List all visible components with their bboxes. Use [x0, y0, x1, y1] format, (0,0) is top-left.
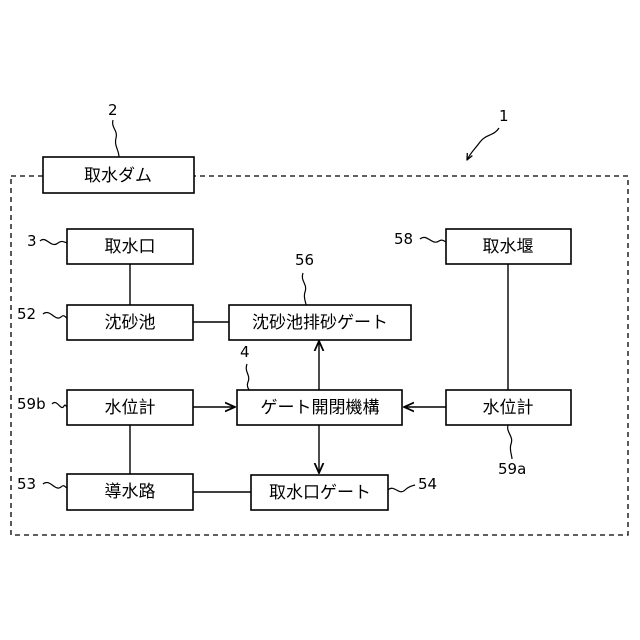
leader-water-gauge-left	[52, 402, 67, 407]
ref-intake-dam: 2	[108, 101, 118, 119]
box-intake-weir: 取水堰	[446, 229, 571, 264]
box-gate-mechanism-label: ゲート開閉機構	[261, 398, 380, 418]
ref-intake-gate: 54	[418, 475, 437, 493]
box-intake: 取水口	[67, 229, 193, 264]
ref-gate-mechanism: 4	[240, 343, 250, 361]
leader-water-gauge-right	[508, 425, 512, 459]
box-intake-dam-label: 取水ダム	[84, 166, 152, 186]
box-intake-dam: 取水ダム	[43, 157, 194, 193]
leader-system	[467, 128, 499, 160]
box-settling-gate-label: 沈砂池排砂ゲート	[252, 313, 388, 333]
leader-settling-basin	[43, 312, 67, 318]
leader-gate-mechanism	[246, 364, 249, 390]
ref-intake: 3	[27, 232, 37, 250]
ref-settling-gate: 56	[295, 251, 314, 269]
box-water-gauge-left-label: 水位計	[105, 398, 156, 418]
box-intake-gate-label: 取水口ゲート	[269, 483, 371, 503]
ref-water-gauge-left: 59b	[17, 395, 46, 413]
leader-intake-gate	[388, 485, 415, 492]
box-water-gauge-left: 水位計	[67, 390, 193, 425]
box-settling-basin-label: 沈砂池	[105, 313, 156, 333]
box-water-gauge-right: 水位計	[446, 390, 571, 425]
leader-intake-dam	[113, 120, 119, 157]
leader-intake-weir	[420, 237, 446, 242]
ref-intake-weir: 58	[394, 230, 413, 248]
box-water-gauge-right-label: 水位計	[483, 398, 534, 418]
ref-settling-basin: 52	[17, 305, 36, 323]
box-intake-label: 取水口	[105, 237, 156, 257]
leader-intake	[40, 239, 67, 244]
box-headrace-label: 導水路	[105, 482, 156, 502]
leader-settling-gate	[302, 273, 306, 305]
box-headrace: 導水路	[67, 474, 193, 510]
leader-headrace	[43, 482, 67, 488]
box-settling-basin: 沈砂池	[67, 305, 193, 340]
box-gate-mechanism: ゲート開閉機構	[237, 390, 402, 425]
box-intake-weir-label: 取水堰	[483, 237, 534, 257]
ref-headrace: 53	[17, 475, 36, 493]
ref-system: 1	[499, 107, 509, 125]
box-settling-gate: 沈砂池排砂ゲート	[229, 305, 411, 340]
box-intake-gate: 取水口ゲート	[251, 475, 388, 510]
ref-water-gauge-right: 59a	[498, 460, 526, 478]
